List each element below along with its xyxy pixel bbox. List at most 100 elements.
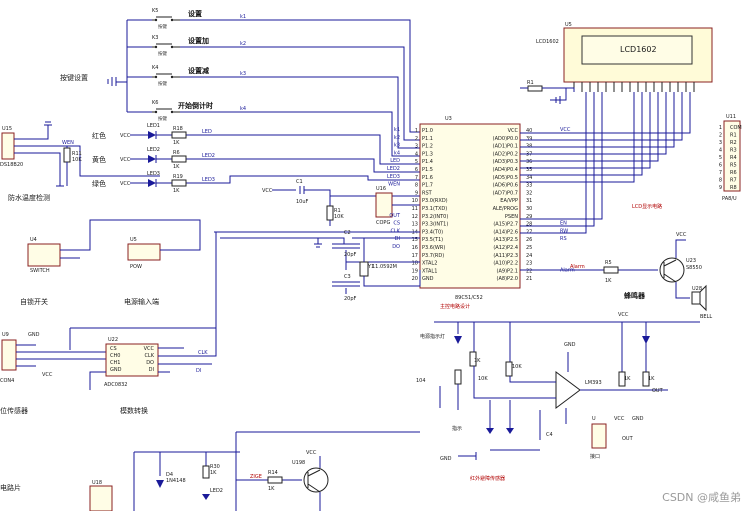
adc-pin-left: GND [110, 367, 122, 373]
xtal-val: 11.0592M [372, 264, 397, 270]
mcu-left-pin: P1.7 [422, 183, 433, 189]
switch-part: SWITCH [30, 268, 50, 274]
k3-label: 设置加 [188, 36, 209, 45]
buzzer-q-val: S8550 [686, 265, 702, 271]
pa-pin: R3 [730, 148, 737, 154]
u15-ref: U15 [2, 126, 12, 132]
c1-val: 10uF [296, 199, 309, 205]
pa-pin-num: 5 [719, 155, 722, 161]
switch-power [27, 219, 201, 267]
mcu-left-pin-num: 10 [412, 198, 418, 204]
mcu-right-pin: (AD0)P0.0 [493, 136, 518, 142]
temp-section-label: 防水温度检测 [8, 193, 50, 202]
mcu-right-pin-num: 40 [526, 128, 532, 134]
r18-val: 1K [173, 140, 180, 146]
r5-ref: R5 [605, 260, 612, 266]
k3-net: k2 [240, 41, 246, 47]
mcu-left-net: CLK [390, 228, 400, 234]
led-green-label: 绿色 [92, 179, 106, 188]
led3-ref: LED3 [147, 171, 160, 177]
pa-network [723, 120, 741, 192]
k4-type: 按键 [158, 80, 167, 87]
power-in-label: 电源输入端 [124, 297, 159, 306]
con4-gnd: GND [28, 332, 40, 338]
pa-pin-num: 2 [719, 133, 722, 139]
k4-ref: K4 [152, 65, 158, 71]
mcu-part: 89C51/C52 [455, 295, 483, 301]
mcu-left-pins: P1.01k1P1.12k2P1.23k3P1.34k4P1.45LEDP1.5… [387, 127, 448, 282]
mcu-left-pin: P1.3 [422, 151, 433, 157]
con4-vcc: VCC [42, 372, 53, 378]
con4-ref: U9 [2, 332, 9, 338]
adc-pin-left: CH1 [110, 360, 120, 366]
mcu-left-net: k2 [394, 135, 400, 141]
mcu-right-net: VCC [560, 127, 571, 133]
adc-pin-right: DO [146, 360, 154, 366]
ir-gnd: GND [564, 342, 576, 348]
adc-clk-net: CLK [198, 350, 208, 356]
c3-ref: C3 [344, 274, 351, 280]
j-part: 接口 [590, 453, 600, 460]
mcu-left-pin-num: 15 [412, 237, 418, 243]
adc-pin-right: CLK [144, 353, 154, 359]
pa-pin: R5 [730, 163, 737, 169]
r1-ref: R1 [334, 208, 341, 214]
pa-pin-num: 8 [719, 178, 722, 184]
ir-r3: 10K [512, 364, 522, 370]
r14-ref: R14 [268, 470, 278, 476]
mcu-right-pin: (A13)P2.5 [493, 237, 518, 243]
r30-val: 1K [210, 470, 217, 476]
j-vcc: VCC [614, 416, 625, 422]
lcd-module [563, 27, 713, 92]
led2-net: LED2 [202, 153, 215, 159]
mcu-right-pin: (AD5)P0.5 [493, 175, 518, 181]
d4-ref: D4 [166, 472, 173, 478]
bottom-label: 电路片 [0, 483, 21, 492]
pa-pin: R4 [730, 155, 737, 161]
reset-circuit [272, 186, 420, 226]
mcu-left-net: DI [395, 236, 400, 242]
mcu-left-pin-num: 13 [412, 222, 418, 228]
ir-note: 指示 [452, 425, 462, 432]
adc-pin-right: VCC [144, 346, 155, 352]
bell-ref: U28 [692, 286, 702, 292]
mcu-right-pin-num: 24 [526, 253, 532, 259]
mcu-left-pin: RST [422, 190, 433, 196]
mcu-left-pin: XTAL2 [422, 261, 437, 267]
mcu-right-pin: (A12)P2.4 [493, 245, 518, 251]
bell-val: BELL [700, 314, 712, 320]
adc-pin-left: CH0 [110, 353, 120, 359]
d4-val: 1N4148 [166, 478, 186, 484]
k5-label: 设置 [188, 9, 202, 18]
mcu-left-pin: P3.2(INT0) [422, 214, 448, 220]
mcu-left-net: OUT [389, 213, 401, 219]
mcu-left-pin: P3.3(INT1) [422, 222, 448, 228]
mcu-left-pin: P1.2 [422, 144, 433, 150]
led1-ref: LED1 [147, 123, 160, 129]
mcu-left-net: LED [390, 158, 400, 164]
ir-r4: 1K [624, 376, 631, 382]
c3-val: 20pF [344, 296, 357, 302]
led-red-label: 红色 [92, 131, 106, 140]
mcu-right-pin-num: 33 [526, 183, 532, 189]
power-led-label: 电源指示灯 [420, 333, 445, 340]
led3-vcc: VCC [120, 181, 131, 187]
ir-vcc: VCC [618, 312, 629, 318]
mcu-left-net: CS [393, 221, 400, 227]
mcu-left-pin-num: 3 [415, 144, 418, 150]
mcu-left-pin-num: 9 [415, 190, 418, 196]
position-sensor-label: 位传感器 [0, 406, 28, 415]
mcu-left-pin-num: 18 [412, 261, 418, 267]
pa-pin: R8 [730, 185, 737, 191]
adc-pin-right: DI [149, 367, 154, 373]
r19-ref: R19 [173, 174, 183, 180]
c2-val: 20pF [344, 252, 357, 258]
r18-ref: R18 [173, 126, 183, 132]
mcu-right-net: RW [560, 228, 568, 234]
k6-label: 开始倒计时 [178, 101, 213, 110]
j-ref: U [592, 416, 596, 422]
mcu-left-net: k3 [394, 143, 400, 149]
mcu-right-net: RS [560, 236, 567, 242]
mcu-right-pin-num: 21 [526, 276, 532, 282]
